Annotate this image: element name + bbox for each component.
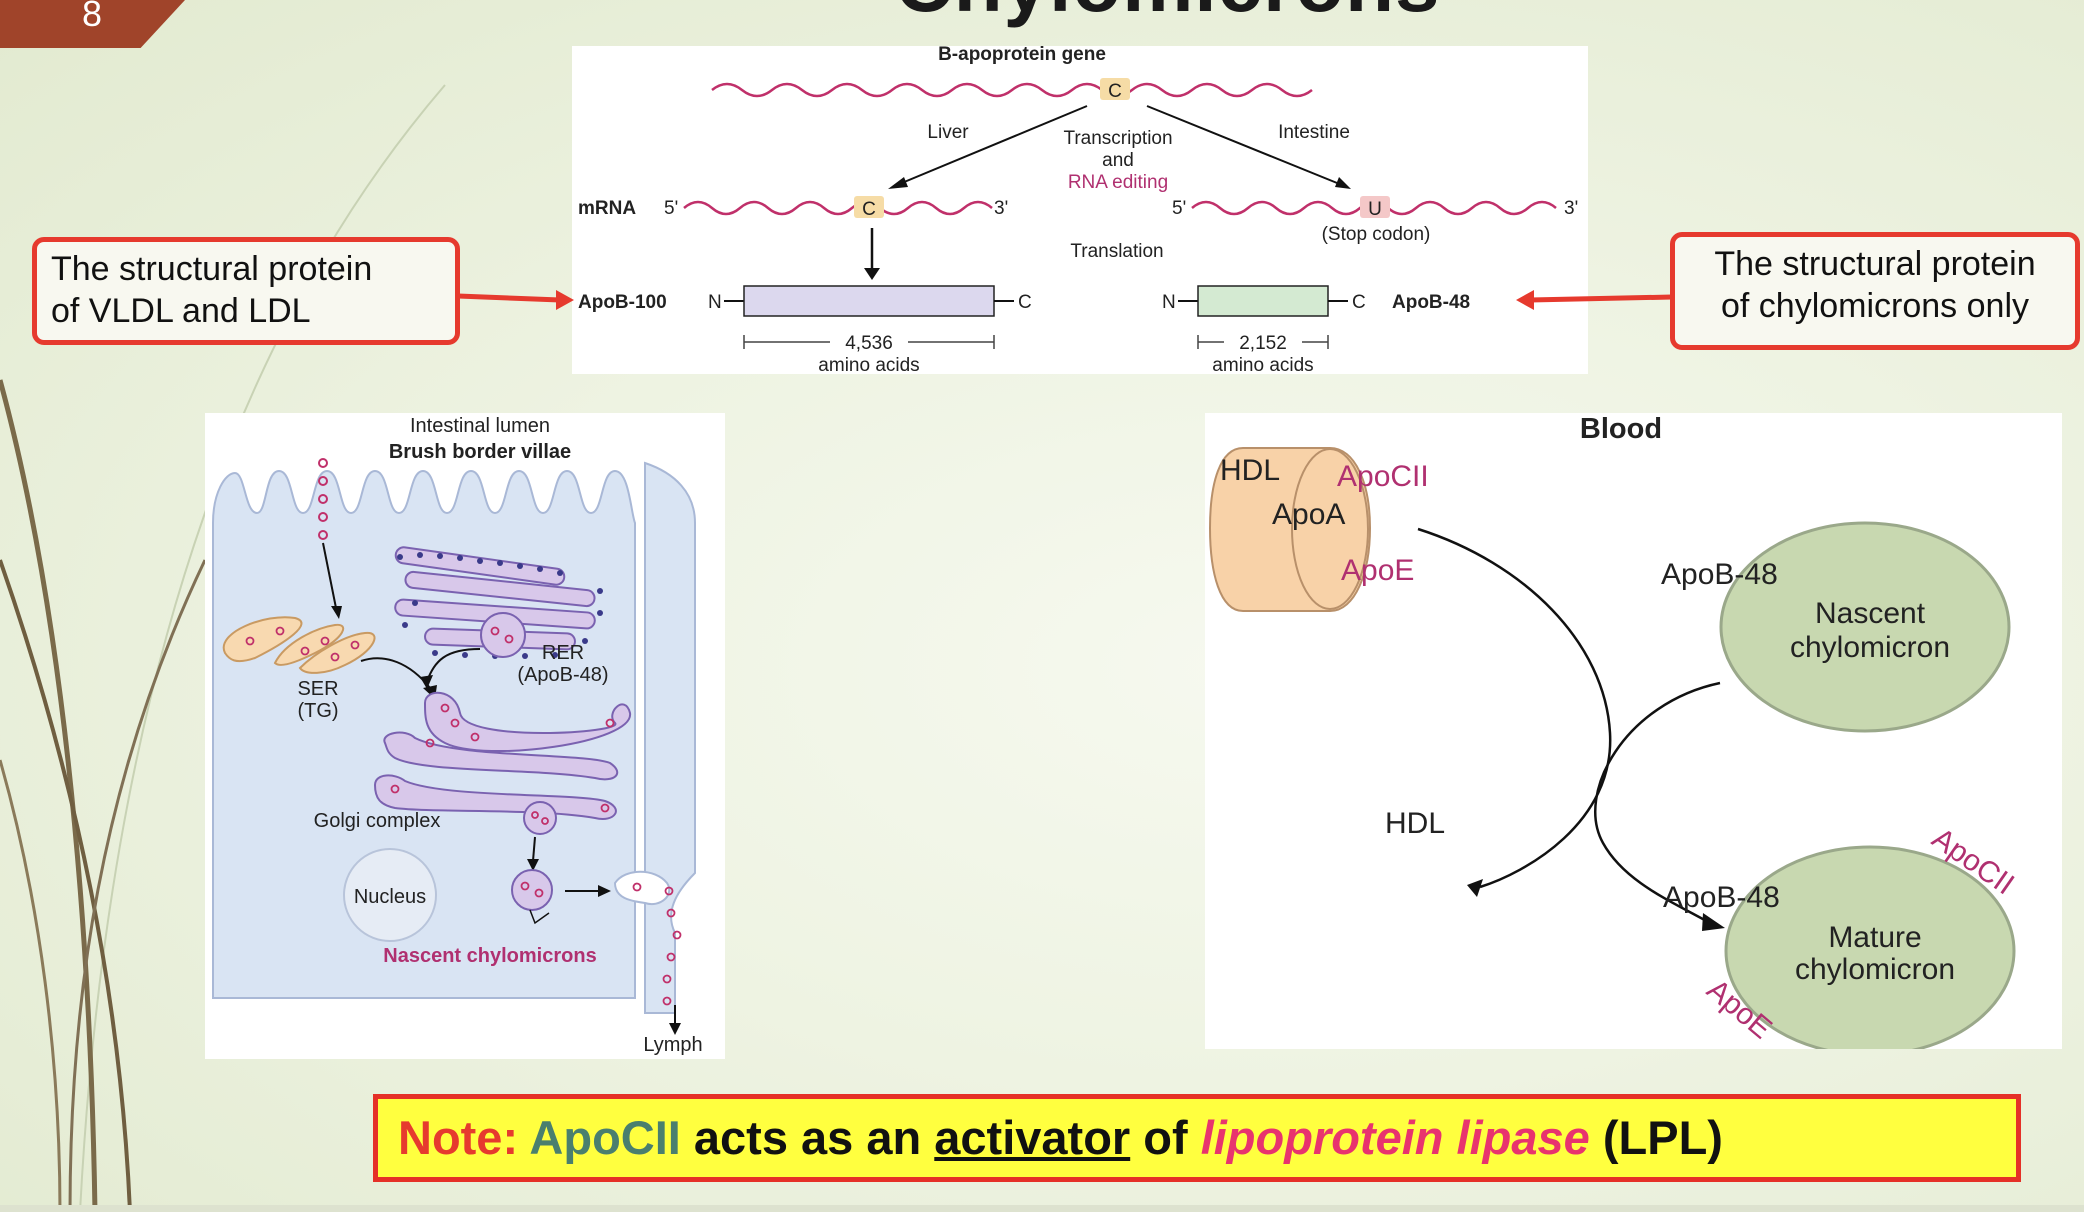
rer-label: RER xyxy=(542,642,584,664)
apob48-amino-acids: amino acids xyxy=(1212,355,1313,374)
nascent-line2: chylomicron xyxy=(1790,631,1950,664)
gene-diagram: B-apoprotein gene C Liver Intestine Tran… xyxy=(572,46,1588,374)
callout-arrows xyxy=(457,290,1673,310)
apob48-top-label: ApoB-48 xyxy=(1661,558,1778,591)
cell-body xyxy=(212,469,636,999)
nascent-line1: Nascent xyxy=(1815,597,1926,630)
brush-border-label: Brush border villae xyxy=(389,441,571,463)
callout-chylomicrons-only: The structural protein of chylomicrons o… xyxy=(1670,232,2080,350)
note-apocii: ApoCII xyxy=(529,1111,681,1164)
bottom-strip xyxy=(0,1205,2084,1212)
mature-line2: chylomicron xyxy=(1795,953,1955,986)
cell-diagram: Intestinal lumen Brush border villae SER… xyxy=(205,413,725,1059)
apob100-c-term: C xyxy=(1018,292,1032,313)
right-base: U xyxy=(1368,199,1382,220)
rer-sub-label: (ApoB-48) xyxy=(517,664,608,686)
apocii-label: ApoCII xyxy=(1337,460,1429,493)
intestine-label: Intestine xyxy=(1278,122,1350,143)
note-lpl-italic: lipoprotein lipase xyxy=(1200,1111,1590,1164)
apob48-n-term: N xyxy=(1162,292,1176,313)
left-three-prime: 3' xyxy=(994,198,1008,219)
lumen-label: Intestinal lumen xyxy=(410,415,550,437)
note-lpl-abbr: (LPL) xyxy=(1589,1111,1723,1164)
left-base: C xyxy=(862,199,876,220)
nascent-chylomicrons-label: Nascent chylomicrons xyxy=(383,945,596,967)
apoe-label: ApoE xyxy=(1341,554,1414,587)
ser-sub-label: (TG) xyxy=(297,700,338,722)
note-colon: : xyxy=(502,1111,530,1164)
note-prefix: Note xyxy=(398,1111,503,1164)
right-three-prime: 3' xyxy=(1564,198,1578,219)
page-title: Chylomicrons xyxy=(895,0,1440,30)
ser-label: SER xyxy=(297,678,338,700)
blood-title: Blood xyxy=(1580,413,1662,445)
apob48-label: ApoB-48 xyxy=(1392,292,1470,313)
right-five-prime: 5' xyxy=(1172,198,1186,219)
note-activator: activator xyxy=(934,1111,1131,1164)
liver-label: Liver xyxy=(927,122,969,143)
gene-wave xyxy=(711,82,1313,98)
hdl-label: HDL xyxy=(1220,454,1280,487)
left-five-prime: 5' xyxy=(664,198,678,219)
callout-left-line2: of VLDL and LDL xyxy=(51,292,311,330)
nucleus xyxy=(343,848,437,942)
apob100-length: 4,536 xyxy=(845,333,893,354)
golgi-organelle xyxy=(373,691,632,820)
apoa-label: ApoA xyxy=(1272,498,1345,531)
apob100-n-term: N xyxy=(708,292,722,313)
left-mrna-wave xyxy=(683,200,993,216)
transcription-label: Transcription xyxy=(1063,128,1172,149)
lymph-label: Lymph xyxy=(643,1034,702,1056)
gene-label: B-apoprotein gene xyxy=(938,46,1106,65)
apob100-label: ApoB-100 xyxy=(578,292,667,313)
mature-line1: Mature xyxy=(1828,921,1921,954)
note-box: Note: ApoCII acts as an activator of lip… xyxy=(373,1094,2021,1182)
blood-diagram: Blood HDL ApoCII ApoA ApoE ApoB-48 Nasce… xyxy=(1205,413,2062,1049)
stop-codon-label: (Stop codon) xyxy=(1322,224,1431,245)
apob48-c-term: C xyxy=(1352,292,1366,313)
gene-base: C xyxy=(1108,81,1122,102)
nascent-chylomicron xyxy=(1719,521,2011,733)
note-of: of xyxy=(1130,1111,1201,1164)
callout-left-line1: The structural protein xyxy=(51,250,373,288)
nucleus-label: Nucleus xyxy=(354,886,426,908)
apob48-bottom-label: ApoB-48 xyxy=(1663,881,1780,914)
callout-vldl-ldl: The structural protein of VLDL and LDL xyxy=(32,237,460,345)
note-mid: acts as an xyxy=(680,1111,935,1164)
and-label: and xyxy=(1102,150,1134,171)
hdl-bottom-label: HDL xyxy=(1385,807,1445,840)
apob100-amino-acids: amino acids xyxy=(818,355,919,374)
apob48-bar xyxy=(1197,285,1329,317)
rna-editing-label: RNA editing xyxy=(1068,172,1168,193)
apob48-length: 2,152 xyxy=(1239,333,1287,354)
callout-right-line2: of chylomicrons only xyxy=(1720,287,2029,325)
mature-chylomicron xyxy=(1724,845,2016,1049)
callout-right-line1: The structural protein xyxy=(1714,245,2036,283)
golgi-label: Golgi complex xyxy=(314,810,441,832)
mrna-label: mRNA xyxy=(578,198,636,219)
translation-label: Translation xyxy=(1070,241,1163,262)
